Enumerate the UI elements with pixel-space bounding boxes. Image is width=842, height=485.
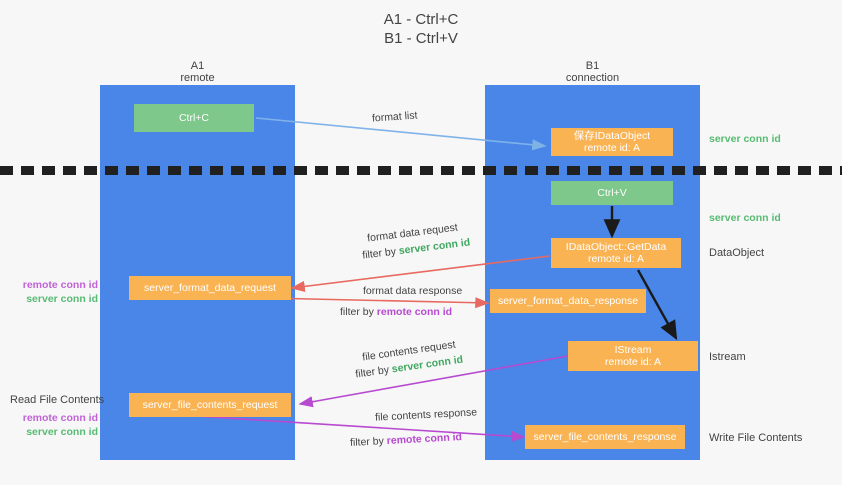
column-header-a1-sub: remote xyxy=(180,72,215,84)
box-ctrl-v[interactable]: Ctrl+V xyxy=(551,181,673,205)
label-format-data-response-filter: filter by remote conn id xyxy=(340,306,452,319)
filter-prefix: filter by xyxy=(349,435,388,449)
right-label-dataobject: DataObject xyxy=(709,247,765,259)
box-server-file-contents-response[interactable]: server_file_contents_response xyxy=(525,425,685,449)
dashed-divider xyxy=(0,166,842,175)
filter-value-remote-conn-id: remote conn id xyxy=(376,306,453,318)
column-header-a1: A1 remote xyxy=(135,60,260,84)
left-label-server-conn-id-2: server conn id xyxy=(26,426,98,438)
column-header-b1-name: B1 xyxy=(585,60,600,72)
box-idataobject-create[interactable]: 保存IDataObject remote id: A xyxy=(551,128,673,156)
box-server-file-contents-request[interactable]: server_file_contents_request xyxy=(129,393,291,417)
left-label-remote-conn-id-1: remote conn id xyxy=(22,279,98,291)
arrow-format-data-request xyxy=(290,255,551,292)
box-istream[interactable]: IStream remote id: A xyxy=(568,341,698,371)
label-format-data-response: format data response xyxy=(363,285,463,297)
box-idataobject-getdata[interactable]: IDataObject::GetData remote id: A xyxy=(551,238,681,268)
arrow-file-contents-request xyxy=(298,355,569,408)
box-ctrl-c[interactable]: Ctrl+C xyxy=(134,104,254,132)
column-header-b1-sub: connection xyxy=(565,72,620,84)
arrow-getdata-to-istream xyxy=(636,269,678,341)
column-header-a1-name: A1 xyxy=(190,60,205,72)
box-server-format-data-response[interactable]: server_format_data_response xyxy=(490,289,646,313)
left-label-group-file: remote conn id server conn id xyxy=(10,411,98,439)
right-label-server-conn-id-top: server conn id xyxy=(709,133,781,145)
right-label-write-file-contents: Write File Contents xyxy=(709,432,803,444)
right-label-server-conn-id-mid: server conn id xyxy=(709,212,781,224)
arrow-format-list xyxy=(255,117,547,151)
left-label-remote-conn-id-2: remote conn id xyxy=(22,412,98,424)
filter-value-remote-conn-id: remote conn id xyxy=(386,431,463,447)
box-server-format-data-request[interactable]: server_format_data_request xyxy=(129,276,291,300)
column-header-b1: B1 connection xyxy=(530,60,655,84)
right-label-istream: Istream xyxy=(709,351,746,363)
left-label-server-conn-id-1: server conn id xyxy=(26,293,98,305)
filter-prefix: filter by xyxy=(340,306,377,318)
left-label-group-format: remote conn id server conn id xyxy=(10,278,98,306)
page-title: A1 - Ctrl+C B1 - Ctrl+V xyxy=(383,11,459,47)
left-label-read-file-contents: Read File Contents xyxy=(10,394,105,406)
